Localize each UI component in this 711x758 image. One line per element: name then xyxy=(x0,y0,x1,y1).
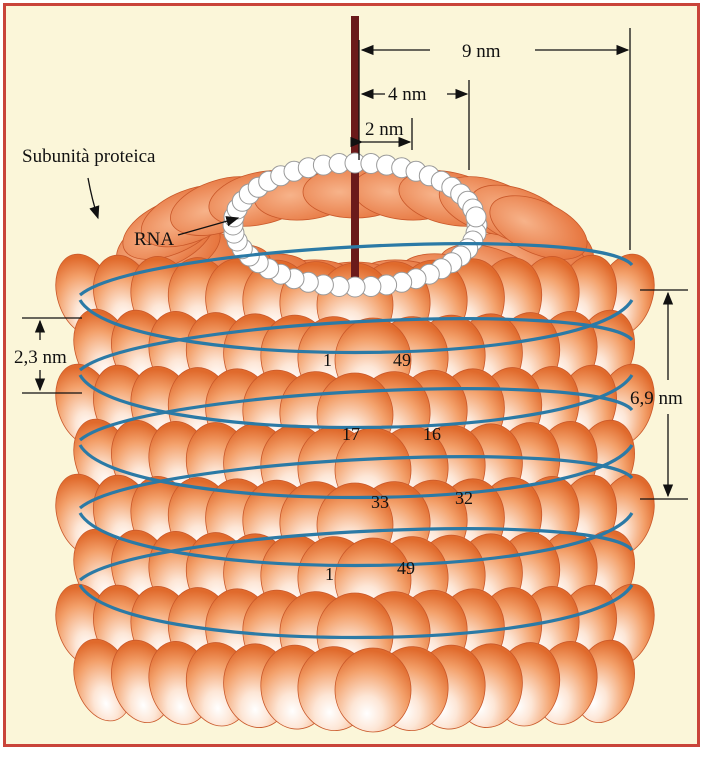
subunit-number: 1 xyxy=(323,350,332,370)
subunit-number: 49 xyxy=(397,558,415,578)
dim-9nm-label: 9 nm xyxy=(462,41,501,62)
rna-bead xyxy=(466,207,486,227)
subunit-petal xyxy=(335,648,411,732)
dim-2-3nm-label: 2,3 nm xyxy=(14,347,67,368)
subunit-number: 49 xyxy=(393,350,411,370)
rna-label: RNA xyxy=(134,229,174,250)
subunit-label: Subunità proteica xyxy=(22,146,156,167)
subunit-number: 32 xyxy=(455,488,473,508)
subunit-number: 17 xyxy=(342,424,360,444)
dim-6-9nm-label: 6,9 nm xyxy=(630,388,683,409)
subunit-number: 16 xyxy=(423,424,441,444)
subunit-number: 1 xyxy=(325,564,334,584)
subunit-number: 33 xyxy=(371,492,389,512)
dim-2nm-label: 2 nm xyxy=(365,119,404,140)
dim-4nm-label: 4 nm xyxy=(388,84,427,105)
central-rod xyxy=(351,16,359,278)
